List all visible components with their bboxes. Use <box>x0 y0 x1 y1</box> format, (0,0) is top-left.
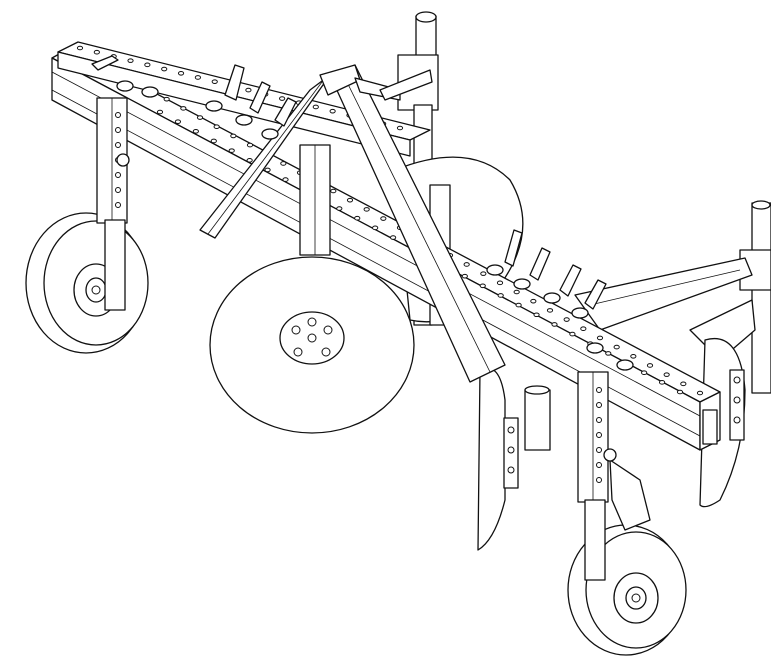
beam-hole <box>563 317 570 322</box>
disc-shank <box>299 144 331 256</box>
beam-hole <box>479 283 486 289</box>
beam-hole <box>330 188 337 194</box>
beam-hole <box>676 389 684 395</box>
beam-hole <box>641 370 648 375</box>
beam-hole <box>279 96 286 101</box>
beam-hole <box>530 298 537 304</box>
beam-hole <box>461 273 468 279</box>
beam-hole <box>196 115 204 120</box>
front-disc-blade <box>209 256 415 434</box>
hitch-pins <box>91 55 634 462</box>
beam-hole <box>156 109 164 115</box>
beam-hole <box>312 104 319 110</box>
beam-hole <box>551 322 558 327</box>
beam-hole <box>696 390 704 396</box>
beam-hole <box>76 45 84 51</box>
top-braces <box>354 69 433 101</box>
beam-hole <box>213 124 220 130</box>
beam-hole <box>161 66 168 72</box>
beam-hole <box>336 206 343 211</box>
beam-hole <box>211 79 218 84</box>
beam-hole <box>390 235 397 240</box>
beam-hole <box>596 335 604 341</box>
beam-hole <box>372 225 379 231</box>
beam-hole <box>282 177 289 182</box>
beam-hole <box>127 58 134 63</box>
beam-hole <box>246 142 254 148</box>
beam-hole <box>605 351 612 356</box>
beam-hole <box>174 119 182 124</box>
left-gauge-wheel <box>25 212 149 354</box>
beam-hole <box>680 381 687 387</box>
upper-hitch-bar <box>57 41 431 157</box>
beam-hole <box>658 380 666 385</box>
beam-hole <box>580 326 587 332</box>
beam-hole <box>363 207 370 212</box>
beam-hole <box>646 363 654 368</box>
right-mast-post <box>739 200 771 394</box>
adjustment-levers <box>205 64 607 319</box>
beam-hole <box>513 289 520 295</box>
beam-hole <box>396 125 404 131</box>
right-disc-blades <box>477 338 746 551</box>
beam-hole <box>346 197 354 203</box>
beam-hole <box>463 262 470 267</box>
main-toolbar-beam <box>51 47 721 451</box>
beam-hole <box>630 353 637 359</box>
beam-hole <box>230 133 237 139</box>
right-wheel-standard <box>577 371 651 581</box>
beam-hole <box>177 70 185 76</box>
beam-hole <box>192 129 199 134</box>
beam-hole <box>246 157 253 163</box>
beam-hole <box>663 372 670 377</box>
beam-hole <box>280 161 287 166</box>
beam-hole <box>354 215 361 221</box>
beam-hole <box>569 331 576 337</box>
beam-hole <box>163 96 170 102</box>
beam-hole <box>245 87 252 93</box>
beam-hole <box>228 148 235 153</box>
beam-hole <box>480 271 487 276</box>
a-frame-strut <box>199 64 506 383</box>
beam-hole <box>613 344 620 350</box>
beam-hole <box>329 108 336 114</box>
beam-hole <box>533 312 540 318</box>
beam-hole <box>546 308 554 313</box>
beam-hole <box>496 280 504 286</box>
beam-hole <box>93 49 100 55</box>
beam-hole <box>180 106 187 111</box>
beam-hole <box>194 75 201 80</box>
beam-hole <box>144 62 151 68</box>
beam-hole-pattern <box>76 45 704 396</box>
beam-hole <box>264 167 271 173</box>
beam-hole <box>497 293 504 298</box>
beam-hole <box>515 302 522 308</box>
beam-hole <box>380 216 387 221</box>
beam-hole <box>210 138 217 144</box>
